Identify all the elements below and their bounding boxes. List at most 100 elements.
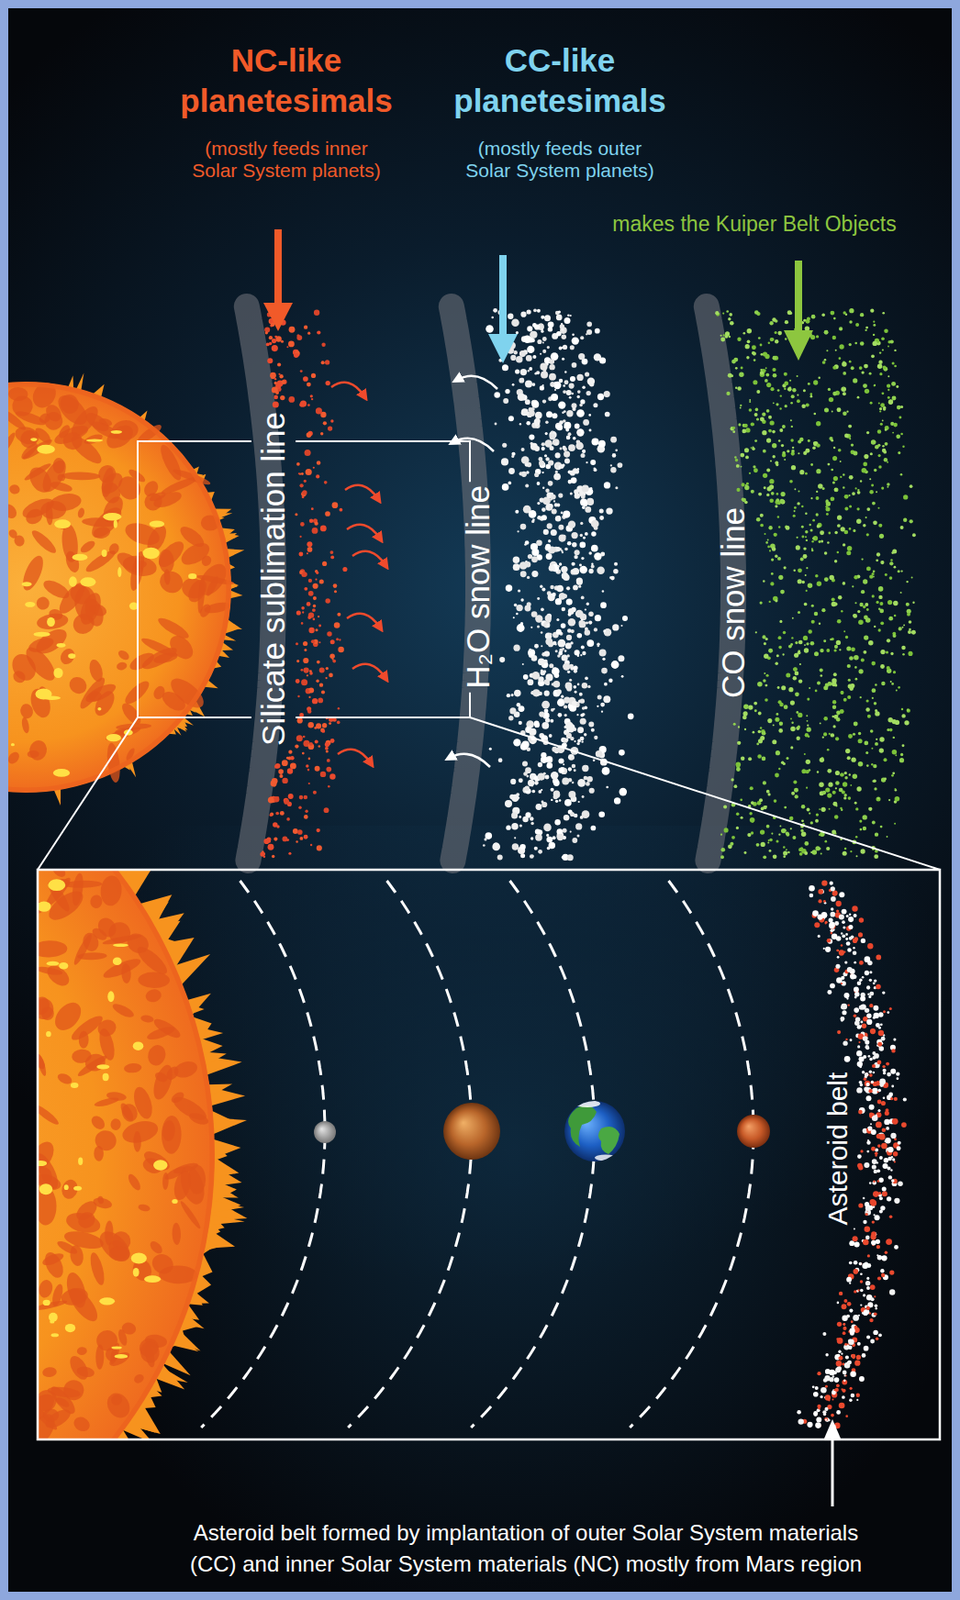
nc-planetesimal [304, 810, 308, 814]
cc-planetesimal [572, 584, 579, 591]
cc-planetesimal [599, 509, 604, 514]
cc-planetesimal [561, 357, 565, 361]
sun-spot [111, 430, 123, 435]
cc-planetesimal [543, 529, 549, 536]
cc-planetesimal [605, 507, 613, 514]
cc-planetesimal [564, 370, 567, 373]
cc-planetesimal [610, 464, 613, 467]
kuiper-planetesimal [837, 595, 842, 600]
kuiper-planetesimal [873, 384, 876, 387]
kuiper-planetesimal [884, 425, 890, 431]
kuiper-planetesimal [838, 326, 843, 331]
kuiper-planetesimal [857, 491, 861, 495]
cc-planetesimal [518, 815, 522, 819]
kuiper-planetesimal [758, 730, 762, 735]
cc-planetesimal [603, 390, 611, 398]
kuiper-planetesimal [855, 323, 860, 327]
kuiper-planetesimal [766, 437, 771, 443]
kuiper-planetesimal [893, 670, 896, 674]
nc-planetesimal [275, 763, 281, 770]
sun-disc [0, 381, 232, 793]
kuiper-planetesimal [875, 558, 879, 562]
nc-planetesimal [301, 611, 304, 614]
sun-spot [8, 483, 22, 496]
kuiper-planetesimal [863, 741, 869, 747]
cc-planetesimal [530, 837, 534, 840]
kuiper-planetesimal [823, 732, 827, 737]
kuiper-planetesimal [814, 846, 820, 851]
kuiper-planetesimal [778, 439, 782, 443]
cc-planetesimal [577, 430, 581, 435]
kuiper-planetesimal [835, 804, 838, 807]
kuiper-planetesimal [720, 848, 726, 853]
nc-planetesimal [281, 379, 287, 385]
sun-spot [198, 602, 213, 619]
nc-planetesimal [301, 571, 307, 578]
cc-planetesimal [532, 323, 537, 328]
nc-planetesimal [323, 807, 330, 814]
cc-planetesimal [564, 317, 571, 324]
sun-spot [19, 553, 48, 594]
kuiper-planetesimal [866, 699, 870, 703]
kuiper-planetesimal [783, 388, 786, 391]
kuiper-planetesimal [879, 407, 882, 411]
sun-spot [38, 457, 71, 497]
cc-planetesimal [556, 629, 562, 636]
kuiper-planetesimal [777, 557, 782, 561]
kuiper-planetesimal [768, 415, 772, 420]
cc-planetesimal [577, 779, 586, 788]
cc-planetesimal [580, 494, 586, 500]
cc-planetesimal [510, 355, 516, 361]
cc-planetesimal [511, 318, 520, 327]
kuiper-planetesimal [750, 446, 753, 449]
cc-planetesimal [553, 680, 561, 689]
nc-planetesimal [296, 735, 303, 742]
nc-planetesimal [307, 722, 314, 729]
nc-planetesimal [301, 571, 307, 577]
cc-planetesimal [581, 449, 586, 454]
cc-planetesimal [524, 399, 531, 405]
kuiper-planetesimal [758, 712, 762, 716]
cc-planetesimal [555, 800, 559, 804]
kuiper-planetesimal [814, 651, 819, 657]
cc-planetesimal [587, 685, 591, 689]
kuiper-planetesimal [868, 640, 874, 647]
kuiper-planetesimal [778, 700, 782, 704]
cc-planetesimal [521, 456, 530, 465]
cc-planetesimal [573, 769, 577, 772]
cc-planetesimal [555, 452, 561, 458]
kuiper-planetesimal [859, 366, 863, 370]
cc-planetesimal [584, 629, 591, 636]
nc-planetesimal [308, 696, 311, 699]
sun-spot [21, 716, 31, 735]
kuiper-planetesimal [829, 311, 835, 316]
cc-planetesimal [546, 847, 551, 851]
kuiper-planetesimal [770, 387, 774, 391]
sun-spot [157, 548, 175, 574]
nc-planetesimal [288, 340, 295, 347]
kuiper-planetesimal [893, 634, 897, 638]
kuiper-planetesimal [828, 575, 834, 581]
nc-planetesimal [320, 524, 327, 532]
kuiper-planetesimal [783, 704, 789, 710]
kuiper-planetesimal [815, 443, 820, 447]
kuiper-planetesimal [815, 491, 818, 493]
kuiper-planetesimal [732, 426, 736, 430]
nc-planetesimal [317, 615, 320, 618]
kuiper-planetesimal [864, 602, 869, 607]
cc-planetesimal [579, 620, 587, 628]
cc-planetesimal [592, 759, 596, 762]
kuiper-planetesimal [723, 805, 727, 810]
kuiper-planetesimal [763, 369, 767, 373]
nc-planetesimal [308, 627, 314, 634]
cc-planetesimal [562, 662, 570, 670]
cc-planetesimal [584, 676, 589, 681]
nc-planetesimal [314, 739, 319, 744]
cc-planetesimal [578, 353, 585, 360]
condensation-lines [246, 306, 734, 861]
kuiper-planetesimal [765, 373, 770, 378]
cc-planetesimal [524, 484, 529, 489]
kuiper-planetesimal [833, 446, 836, 449]
cc-planetesimal [550, 431, 554, 435]
kuiper-planetesimal [835, 770, 840, 776]
